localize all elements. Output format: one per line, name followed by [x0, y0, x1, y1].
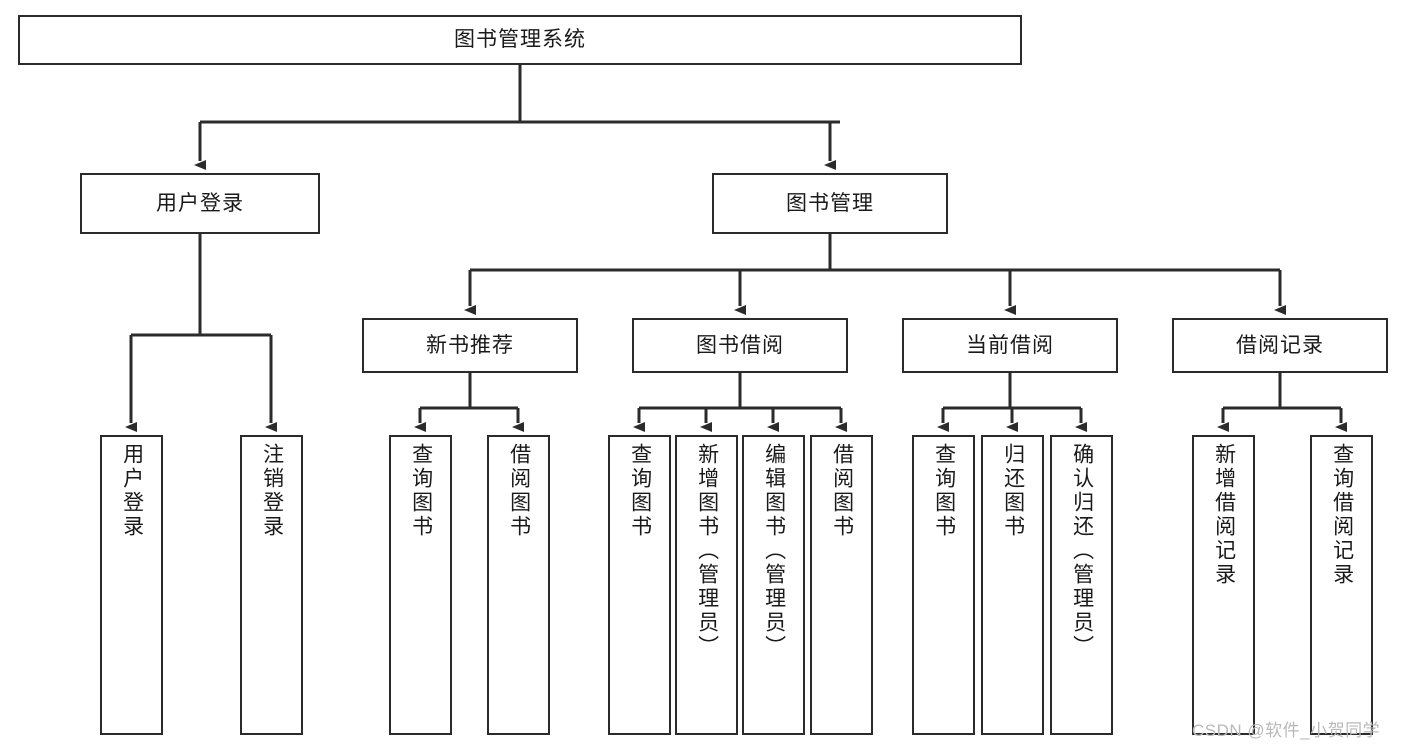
node-book-management[interactable]: 图书管理: [712, 173, 948, 234]
leaf-edit-book-admin-label: 编辑图书（管理员）: [762, 443, 786, 659]
leaf-query-borrow-record[interactable]: 查询借阅记录: [1310, 435, 1373, 735]
node-root-label: 图书管理系统: [454, 28, 586, 52]
node-borrow-records-label: 借阅记录: [1236, 333, 1324, 357]
leaf-new-query-book[interactable]: 查询图书: [389, 435, 452, 735]
node-user-login[interactable]: 用户登录: [80, 173, 320, 234]
leaf-confirm-return-admin[interactable]: 确认归还（管理员）: [1050, 435, 1113, 735]
leaf-lend-book[interactable]: 借阅图书: [810, 435, 873, 735]
leaf-logout-label: 注销登录: [260, 443, 284, 539]
leaf-add-borrow-record[interactable]: 新增借阅记录: [1192, 435, 1255, 735]
node-current-borrow-label: 当前借阅: [966, 333, 1054, 357]
node-borrow-records[interactable]: 借阅记录: [1172, 318, 1388, 373]
leaf-current-query-book-label: 查询图书: [932, 443, 956, 539]
leaf-borrow-query-book-label: 查询图书: [628, 443, 652, 539]
leaf-new-borrow-book[interactable]: 借阅图书: [487, 435, 550, 735]
leaf-user-login[interactable]: 用户登录: [100, 435, 163, 735]
node-book-management-label: 图书管理: [786, 191, 874, 215]
leaf-lend-book-label: 借阅图书: [830, 443, 854, 539]
node-user-login-label: 用户登录: [156, 191, 244, 215]
node-new-book-recommend-label: 新书推荐: [426, 333, 514, 357]
node-current-borrow[interactable]: 当前借阅: [902, 318, 1118, 373]
leaf-borrow-query-book[interactable]: 查询图书: [608, 435, 671, 735]
leaf-user-login-label: 用户登录: [120, 443, 144, 539]
node-root[interactable]: 图书管理系统: [18, 15, 1022, 65]
leaf-return-book[interactable]: 归还图书: [981, 435, 1044, 735]
leaf-return-book-label: 归还图书: [1001, 443, 1025, 539]
node-new-book-recommend[interactable]: 新书推荐: [362, 318, 578, 373]
leaf-logout[interactable]: 注销登录: [240, 435, 303, 735]
leaf-edit-book-admin[interactable]: 编辑图书（管理员）: [742, 435, 805, 735]
leaf-query-borrow-record-label: 查询借阅记录: [1330, 443, 1354, 587]
watermark: CSDN @软件_小贺同学: [1192, 721, 1381, 740]
leaf-current-query-book[interactable]: 查询图书: [912, 435, 975, 735]
leaf-add-borrow-record-label: 新增借阅记录: [1212, 443, 1236, 587]
leaf-add-book-admin[interactable]: 新增图书（管理员）: [675, 435, 738, 735]
leaf-new-borrow-book-label: 借阅图书: [507, 443, 531, 539]
node-book-borrow[interactable]: 图书借阅: [632, 318, 848, 373]
node-book-borrow-label: 图书借阅: [696, 333, 784, 357]
leaf-new-query-book-label: 查询图书: [409, 443, 433, 539]
leaf-confirm-return-admin-label: 确认归还（管理员）: [1070, 443, 1094, 659]
leaf-add-book-admin-label: 新增图书（管理员）: [695, 443, 719, 659]
